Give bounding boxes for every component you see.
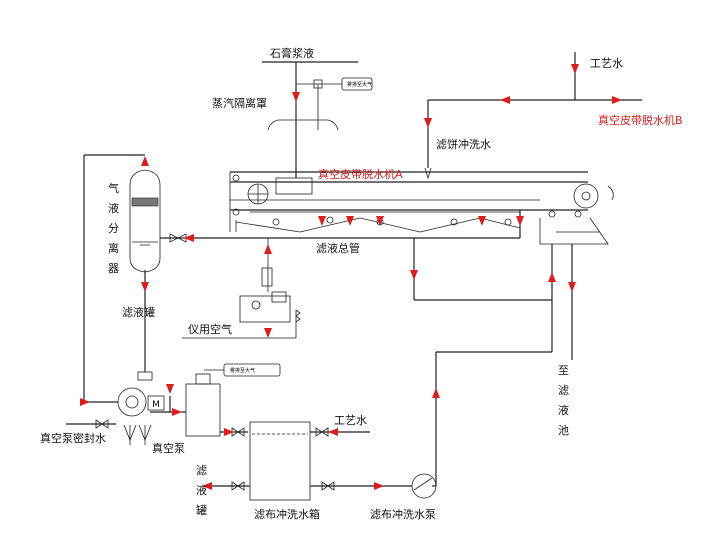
label-to-pit-4: 池 [558, 424, 569, 437]
vent-silencer-1 [341, 77, 373, 91]
belt-filter-a [229, 171, 614, 245]
equipment: M [117, 77, 614, 501]
vent-valve-1 [313, 79, 323, 89]
steam-hood [267, 119, 339, 131]
label-vent-1: 雾排至大气 [347, 81, 372, 88]
label-gl-sep-5: 器 [108, 262, 119, 275]
label-filtrate-tank-1: 滤液罐 [122, 305, 155, 319]
label-filtrate-header: 滤液总管 [316, 241, 360, 255]
valve-tank-out [321, 481, 335, 491]
label-vacuum-pump: 真空泵 [152, 441, 185, 455]
label-gl-sep-4: 离 [108, 241, 119, 255]
label-seal-water: 真空泵密封水 [40, 431, 106, 445]
drive-roller [573, 183, 599, 209]
flow-arrows [80, 64, 622, 490]
cloth-wash-tank [249, 421, 311, 501]
label-filtrate-tank-2c: 罐 [196, 504, 207, 517]
air-regulator [239, 267, 301, 323]
cloth-wash-trough [539, 217, 609, 245]
label-to-pit-1: 至 [558, 364, 569, 377]
label-belt-b: 真空皮带脱水机B [598, 113, 683, 127]
label-gl-sep-3: 分 [108, 222, 119, 235]
motor-label: M [152, 400, 160, 410]
label-process-water-top: 工艺水 [590, 57, 623, 70]
label-belt-a: 真空皮带脱水机A [318, 167, 403, 181]
label-filtrate-tank-2b: 液 [196, 483, 207, 497]
label-cake-wash: 滤饼冲洗水 [436, 137, 491, 151]
gas-liquid-separator [129, 169, 161, 273]
cake-wash-nozzle [424, 140, 432, 180]
feed-box [275, 177, 313, 195]
label-gypsum-slurry: 石膏浆液 [270, 46, 314, 60]
vent-silencer-2 [223, 363, 281, 377]
label-cloth-pump: 滤布冲洗水泵 [370, 507, 436, 521]
label-to-pit-3: 液 [558, 403, 569, 417]
label-to-pit-2: 滤 [558, 384, 569, 397]
vacuum-receiver [185, 363, 281, 437]
valves [95, 233, 335, 491]
labels: 石膏浆液 雾排至大气 蒸汽隔离罩 工艺水 真空皮带脱水机B 滤饼冲洗水 真空皮带… [40, 46, 683, 521]
label-gl-sep-1: 气 [108, 181, 119, 195]
label-filtrate-tank-2a: 滤 [196, 464, 207, 477]
valve-drain [231, 481, 245, 491]
vacuum-pump: M [117, 371, 165, 442]
label-cloth-tank: 滤布冲洗水箱 [254, 507, 320, 521]
label-process-water-bottom: 工艺水 [334, 414, 367, 427]
label-steam-hood: 蒸汽隔离罩 [212, 96, 267, 110]
label-vent-2: 雾排至大气 [230, 367, 255, 374]
valve-seal-water [95, 419, 109, 429]
label-gl-sep-2: 液 [108, 201, 119, 215]
label-instrument-air: 仪用空气 [188, 322, 232, 336]
cloth-wash-pump [411, 473, 437, 499]
motor-box [147, 395, 165, 411]
